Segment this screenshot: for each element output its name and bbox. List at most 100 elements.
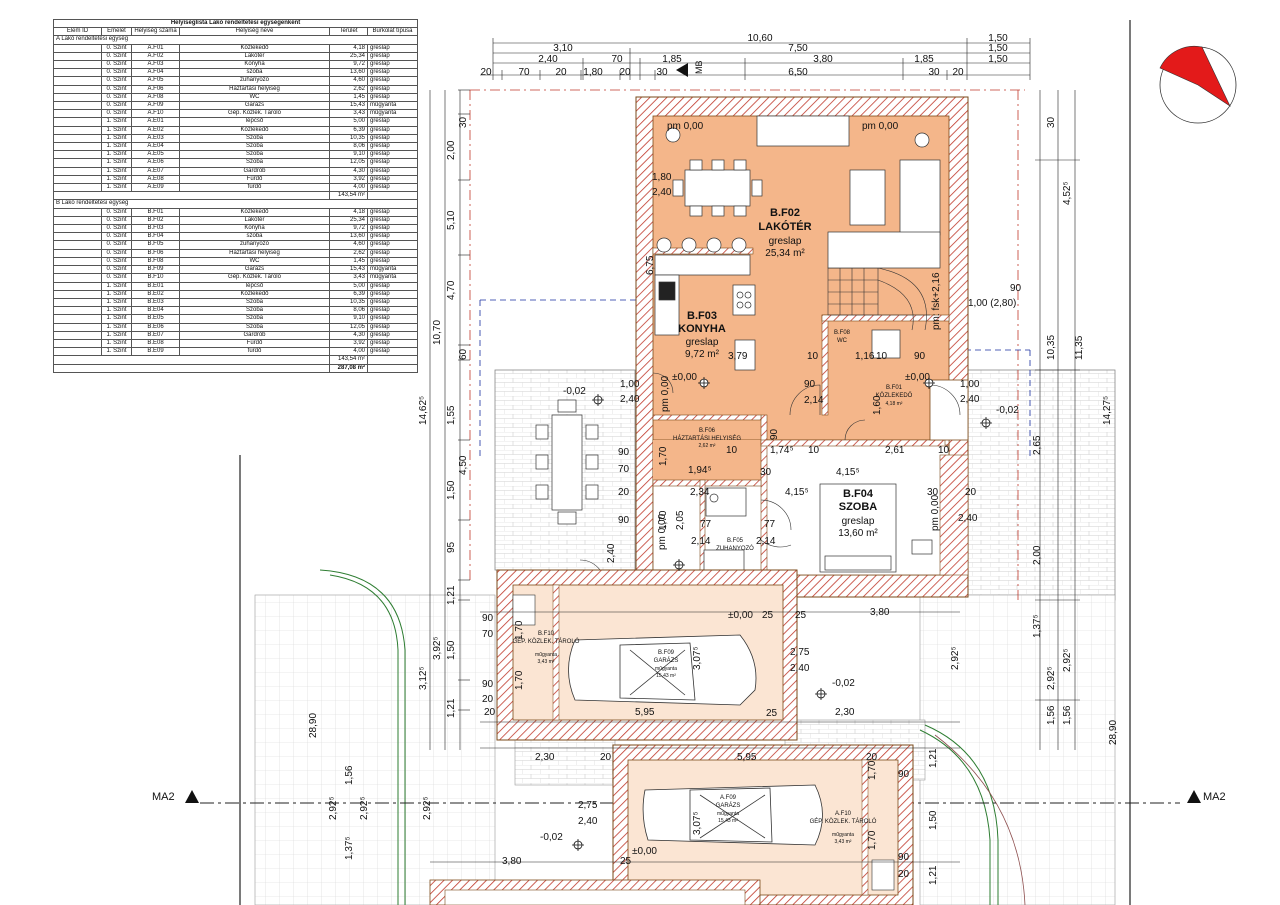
dim-left-total: 10,70 [432,320,443,345]
dim-stair-h: 1,00 (2,80) [968,298,1016,309]
dimension-lines [429,38,1080,863]
dim-entry-item: 90 [804,379,816,390]
schedule-cell: műgyanta [366,109,419,119]
dim-left-item: 5,10 [446,210,457,230]
dim-left-item: 4,50 [458,455,469,475]
dim-low-item: 2,34 [690,487,710,498]
dim-left-small: 3,92⁵ [432,636,443,660]
dim-top3-item: 2,40 [538,54,558,65]
room-f03-name: KONYHA [678,323,726,335]
level-drive-b: -0,02 [832,678,855,689]
dim-top4-item: 6,50 [788,67,808,78]
dim-right-item: 4,52⁵ [1062,181,1073,205]
dim-left-item: 30 [458,116,469,128]
dim-f03-item: 90 [914,351,926,362]
dim-garage-b-item: 25 [762,610,774,621]
dim-mid-item: 90 [618,447,630,458]
dim-left-item: 1,21 [446,585,457,605]
dim-top3-row: 2,40 70 1,85 3,80 1,85 1,50 [538,54,1008,65]
dim-f03-item: 10 [876,351,888,362]
dim-top3-item: 1,50 [988,54,1008,65]
dim-f03-item: 1,80 [652,172,672,183]
room-f02-area: 25,34 m² [765,248,805,259]
dim-top2-r: 1,50 [988,43,1008,54]
dim-right-item: 28,90 [1108,720,1119,745]
room-f03-finish: greslap [686,337,719,348]
dim-garage-a-item: 20 [898,869,910,880]
dim-left-total2: 14,62⁵ [418,396,429,425]
dim-low-item: 2,14 [691,536,711,547]
dim-left-288: 28,90 [308,713,319,738]
site-boundary [200,20,1180,905]
dim-left-item: 95 [446,541,457,553]
dim-f03-item: 2,40 [652,187,672,198]
room-f06-code: B.F06 [699,428,716,434]
dim-mid-item: 90 [769,428,780,440]
dim-left-item: 2,00 [446,140,457,160]
dim-low-item: 2,40 [606,543,617,563]
section-label-left: MA2 [152,791,175,803]
dim-f03-item: 6,75 [645,255,656,275]
dim-bottom-left-group: 1,37⁵ 2,92⁵ 2,92⁵ 1,56 2,92⁵ [328,765,433,860]
dim-garage-b-item: 2,75 [790,647,810,658]
dim-garage-a-item: 90 [898,769,910,780]
schedule-cell: műgyanta [366,101,419,111]
dim-garage-a-group: 2,30 20 5,95 20 1,70 90 2,75 2,40 3,07⁵ … [502,748,939,885]
room-f06-area: 2,62 m² [699,443,716,449]
furniture [654,115,941,573]
dim-right-column: 30 4,52⁵ 10,35 11,35 14,27⁵ 2,65 2,00 1,… [950,116,1119,745]
dim-garage-a-item: 20 [600,752,612,763]
dim-low-item: 90 [618,515,630,526]
house-b-garage [496,569,798,741]
room-f05-code: B.F05 [727,538,744,544]
section-marker-left-icon [185,790,199,803]
dim-garage-a-item: 90 [898,852,910,863]
level-markers [572,377,992,851]
dim-low-group: 20 2,34 4,15⁵ 30 20 2,40 90 1,70 77 2,05… [606,487,978,563]
north-arrow-icon [1159,46,1237,124]
room-f01-code: B.F01 [886,385,903,391]
section-label-right: MA2 [1203,791,1226,803]
dim-top4-item: 20 [555,67,567,78]
dim-right-item: 10,35 [1046,335,1057,360]
dim-left-item: 1,55 [446,405,457,425]
level-entry-f01: ±0,00 [905,372,930,383]
dim-garage-a-item: 3,07⁵ [692,811,703,835]
level-pm-f05: pm 0,00 [657,513,668,550]
room-a09-name: GARÁZS [716,802,741,809]
level-drive-a: -0,02 [540,832,563,843]
dim-low-item: 20 [618,487,630,498]
dim-left-item: 4,70 [446,280,457,300]
dim-f03-group: 1,80 2,40 6,75 3,79 10 1,16 10 90 1,60 [645,172,926,415]
dim-garage-a-item: 1,70 [867,760,878,780]
dim-garage-b-item: 25 [795,610,807,621]
dim-stair-w: 90 [1010,283,1022,294]
dim-top4-item: 70 [518,67,530,78]
dim-right-item: 14,27⁵ [1102,396,1113,425]
dim-bl-item: 2,92⁵ [359,796,370,820]
dim-mid-group: 90 70 1,70 1,94⁵ 10 30 4,15⁵ 10 2,61 10 … [618,428,950,478]
dim-top3-item: 3,80 [813,54,833,65]
dim-top4-item: 30 [656,67,668,78]
dim-low-item: 77 [764,519,776,530]
dim-mid-item: 4,15⁵ [836,467,860,478]
dim-f03-item: 10 [807,351,819,362]
room-f04-area: 13,60 m² [838,528,878,539]
dim-mid-item: 1,74⁵ [770,445,794,456]
room-f01-area: 4,18 m² [886,401,903,407]
room-f10-name: GÉP. KÖZLEK. TÁROLÓ [513,638,580,645]
dim-mid-item: 70 [618,464,630,475]
section-label-mb: MB [694,61,704,75]
dim-entry-item: 1,00 [620,379,640,390]
room-f08-name: WC [837,338,848,344]
level-pm-f03: pm 0,00 [660,375,671,412]
dim-mid-item: 1,70 [658,446,669,466]
dim-garage-b-item: 70 [482,629,494,640]
room-f06-name: HÁZTARTÁSI HELYISÉG [673,435,741,442]
dim-right-item: 2,92⁵ [1062,648,1073,672]
